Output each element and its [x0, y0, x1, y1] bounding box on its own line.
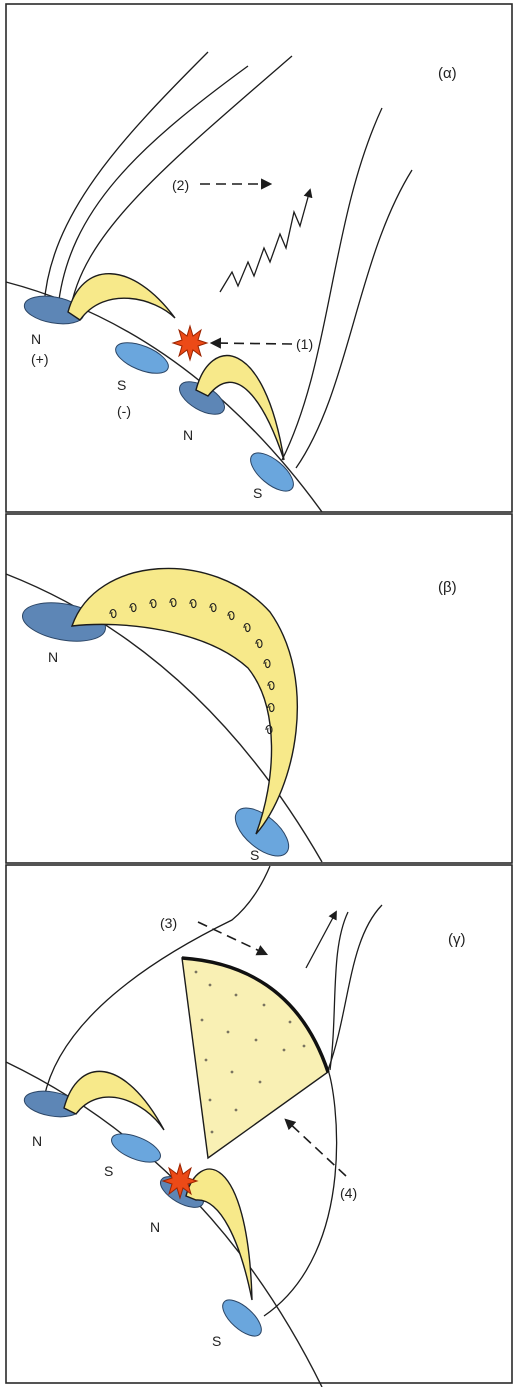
cme-dot	[211, 1131, 214, 1134]
spot-label: N	[31, 331, 41, 347]
panel-beta: (β) N S	[6, 514, 512, 865]
marker-2: (2)	[172, 177, 189, 193]
cme-dot	[263, 1004, 266, 1007]
panel-alpha: (α) (1) (2) N (+) S (-) N S	[6, 4, 512, 512]
marker-3: (3)	[160, 915, 177, 931]
cme-dot	[235, 994, 238, 997]
cme-dot	[205, 1059, 208, 1062]
panel-beta-label: (β)	[438, 579, 457, 596]
field-line	[58, 66, 248, 308]
panel-alpha-label: (α)	[438, 65, 457, 82]
marker-4: (4)	[340, 1185, 357, 1201]
panel-gamma-frame	[6, 865, 512, 1383]
outflow-arrow	[306, 912, 336, 968]
field-line	[282, 108, 382, 460]
panel-beta-frame	[6, 514, 512, 863]
cme-dot	[227, 1031, 230, 1034]
flare-loop	[72, 568, 297, 834]
cme-dot	[209, 984, 212, 987]
cme-dot	[303, 1045, 306, 1048]
cme-dot	[289, 1021, 292, 1024]
spot-label: S	[253, 485, 262, 501]
spot-label: (-)	[117, 403, 131, 419]
cme-dot	[259, 1081, 262, 1084]
spot-label: (+)	[31, 351, 49, 367]
cme-dot	[209, 1099, 212, 1102]
spot-label: N	[32, 1133, 42, 1149]
spot-label: S	[250, 847, 259, 863]
cme-dot	[201, 1019, 204, 1022]
coronal-loop	[68, 274, 175, 320]
field-line	[296, 170, 412, 468]
cme-dot	[195, 971, 198, 974]
spot-label: N	[150, 1219, 160, 1235]
spot-label: S	[104, 1163, 113, 1179]
spot-label: N	[183, 427, 193, 443]
panel-gamma-label: (γ)	[448, 931, 466, 948]
cme-region	[182, 958, 328, 1158]
coronal-loop	[186, 1169, 252, 1300]
field-line	[330, 912, 348, 1070]
cme-dot	[283, 1049, 286, 1052]
radiation-wave	[220, 190, 310, 292]
cme-dot	[235, 1109, 238, 1112]
spot-label: N	[48, 649, 58, 665]
flare-burst	[173, 326, 207, 360]
cme-dot	[231, 1071, 234, 1074]
field-line	[264, 905, 382, 1316]
spot-label: S	[212, 1333, 221, 1349]
sunspot-south	[112, 336, 173, 379]
marker-1: (1)	[296, 336, 313, 352]
arrow-1	[212, 343, 292, 344]
arrow-3	[198, 922, 266, 954]
spot-label: S	[117, 377, 126, 393]
sunspot-south	[227, 799, 297, 865]
coronal-loop	[64, 1071, 164, 1130]
sunspot-south	[217, 1294, 267, 1342]
panel-gamma: (γ) (3)	[6, 865, 512, 1387]
cme-dot	[255, 1039, 258, 1042]
